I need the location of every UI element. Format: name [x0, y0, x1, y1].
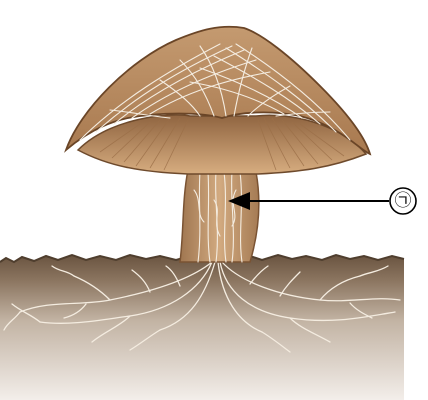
callout-arrow: [228, 192, 389, 210]
callout-label-text: ㉠: [394, 191, 412, 211]
mycelium: [3, 261, 401, 353]
callout-label: [389, 187, 417, 215]
stipe: [179, 169, 260, 263]
soil: [0, 253, 405, 400]
pileus-cap: [64, 25, 372, 175]
